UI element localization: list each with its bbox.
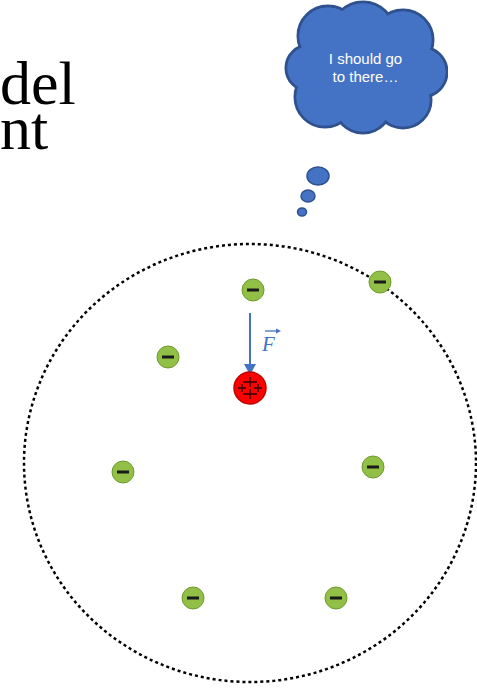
electrons: [112, 271, 391, 609]
force-label: F: [262, 334, 275, 355]
bubble-tail: [298, 167, 330, 216]
vector-arrow: [265, 329, 281, 334]
slide-title-fragment: nt: [0, 97, 48, 159]
cloud-text: I should go to there…: [326, 50, 406, 86]
thought-cloud: I should go to there…: [283, 0, 448, 135]
orbit-circle: [24, 244, 476, 682]
nucleus: [234, 372, 266, 404]
force-arrow: [244, 313, 256, 375]
